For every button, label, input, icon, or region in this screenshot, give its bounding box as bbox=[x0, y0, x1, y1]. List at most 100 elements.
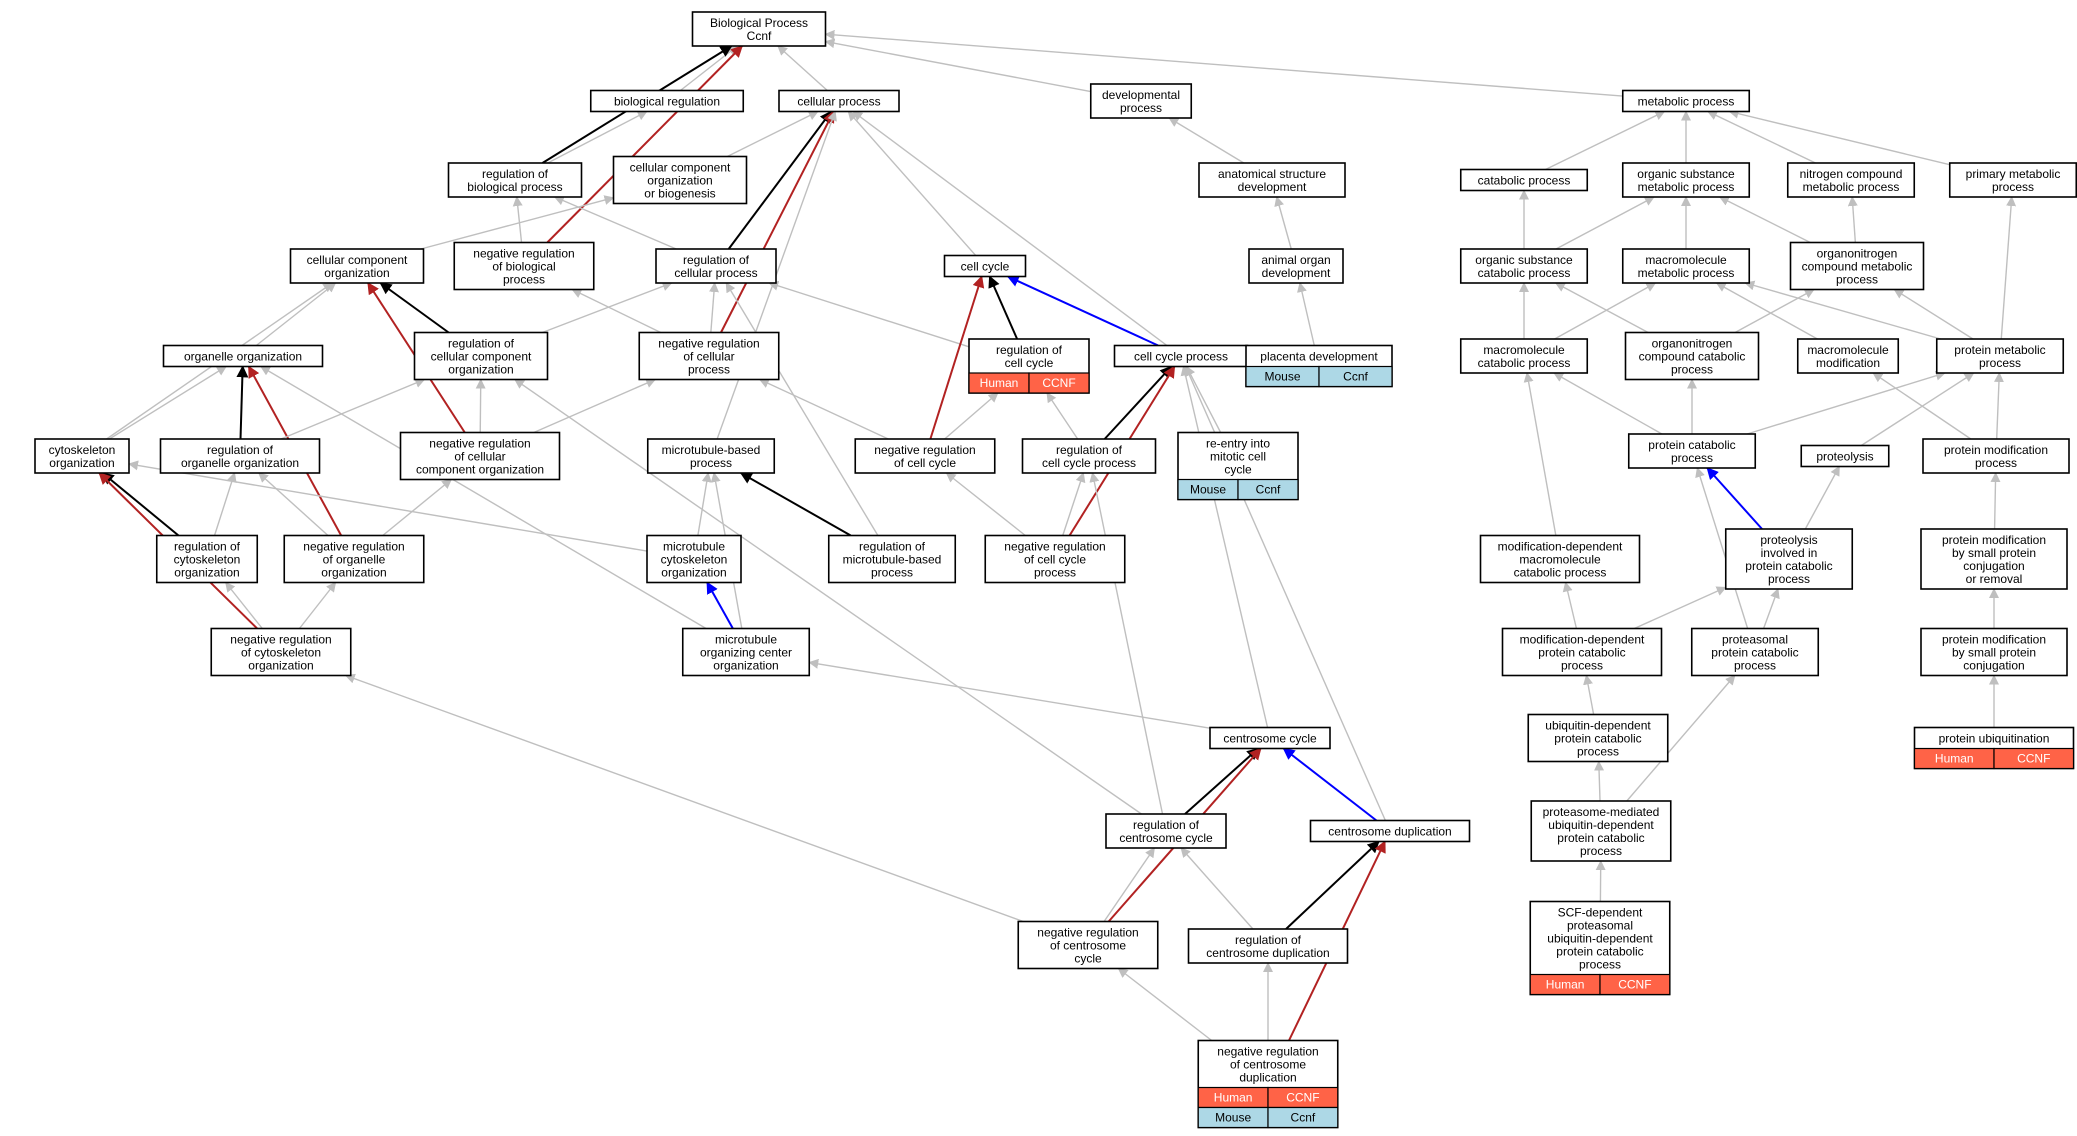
node-label-line: cycle bbox=[1074, 952, 1102, 966]
node-label-line: ubiquitin-dependent bbox=[1547, 932, 1653, 946]
node-label-line: negative regulation bbox=[1217, 1045, 1318, 1059]
go-node-centdup[interactable]: centrosome duplication bbox=[1311, 821, 1470, 842]
node-label-line: of cytoskeleton bbox=[241, 646, 321, 660]
edge-negregcent-to-negregcyto bbox=[346, 676, 1024, 922]
node-label-line: catabolic process bbox=[1478, 266, 1571, 280]
node-label-line: animal organ bbox=[1261, 253, 1330, 267]
edge-regcent-to-regccproc bbox=[1092, 473, 1162, 814]
go-node-ccproc[interactable]: cell cycle process bbox=[1115, 346, 1248, 367]
edge-macromod-to-macromet bbox=[1717, 283, 1818, 339]
tag-label: Human bbox=[1214, 1091, 1253, 1105]
node-label-line: protein ubiquitination bbox=[1939, 732, 2050, 746]
go-node-moddepmacro[interactable]: modification-dependentmacromoleculecatab… bbox=[1481, 536, 1640, 583]
node-label-line: development bbox=[1262, 266, 1331, 280]
node-label-line: process bbox=[1768, 572, 1810, 586]
go-node-organorg[interactable]: organelle organization bbox=[164, 346, 323, 367]
go-node-bioreg[interactable]: biological regulation bbox=[591, 91, 744, 112]
tag-label: Mouse bbox=[1190, 483, 1226, 497]
edge-ccproc-to-cellcycle bbox=[1008, 277, 1158, 346]
go-node-metab[interactable]: metabolic process bbox=[1623, 91, 1750, 112]
edge-proteasomal-to-proteocat bbox=[1764, 589, 1778, 629]
edge-animorg-to-anatdev bbox=[1277, 197, 1292, 249]
go-node-proteolysis[interactable]: proteolysis bbox=[1801, 446, 1889, 467]
go-node-cellproc[interactable]: cellular process bbox=[779, 91, 899, 112]
node-label-line: protein modification bbox=[1942, 633, 2046, 647]
node-label-line: microtubule-based bbox=[843, 553, 942, 567]
edge-protmod-to-protmet bbox=[1997, 373, 2000, 439]
node-label-line: proteolysis bbox=[1816, 450, 1873, 464]
edge-regbio-to-bioreg bbox=[548, 112, 647, 164]
node-label-line: process bbox=[1836, 273, 1878, 287]
node-label-line: process bbox=[1671, 363, 1713, 377]
edge-negregorg-to-negregccorg bbox=[383, 480, 452, 536]
node-label-line: process bbox=[1120, 101, 1162, 115]
edge-cytoorg-to-organorg bbox=[109, 367, 226, 440]
go-node-proteasomemed[interactable]: proteasome-mediatedubiquitin-dependentpr… bbox=[1531, 801, 1671, 861]
go-node-scf[interactable]: SCF-dependentproteasomalubiquitin-depend… bbox=[1530, 902, 1670, 995]
node-label-line: process bbox=[1671, 451, 1713, 465]
node-label-line: of cell cycle bbox=[894, 456, 956, 470]
go-node-centcycle[interactable]: centrosome cycle bbox=[1210, 728, 1330, 749]
tag-label: CCNF bbox=[2017, 752, 2050, 766]
node-label-line: regulation of bbox=[482, 167, 549, 181]
node-label-line: macromolecule bbox=[1519, 553, 1601, 567]
edge-negregcc-to-negregcell bbox=[760, 380, 889, 440]
go-node-cellcycle[interactable]: cell cycle bbox=[945, 256, 1026, 277]
node-label-line: process bbox=[1579, 958, 1621, 972]
go-node-catab[interactable]: catabolic process bbox=[1461, 170, 1588, 191]
edge-ccproc-to-cellproc bbox=[853, 112, 1167, 346]
node-label-line: of cell cycle bbox=[1024, 553, 1086, 567]
